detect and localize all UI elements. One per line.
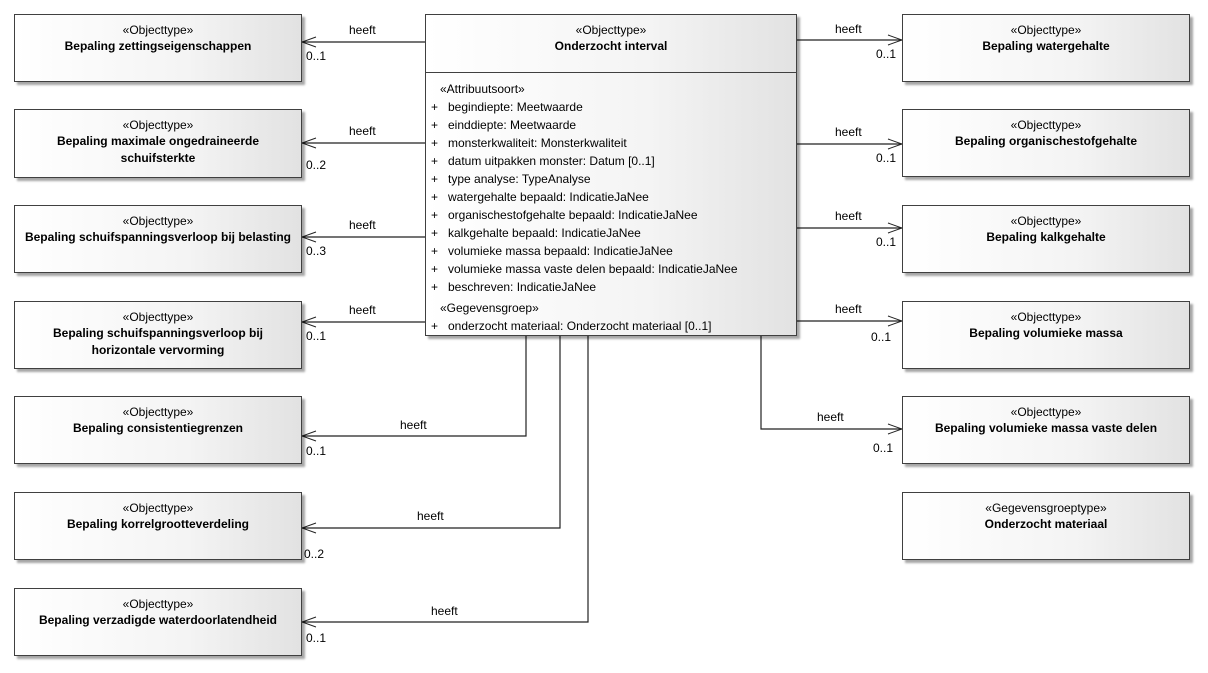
class-stereotype: «Objecttype» (122, 501, 194, 515)
class-stereotype: «Objecttype» (1010, 23, 1082, 37)
multiplicity-label: 0..1 (871, 330, 892, 344)
multiplicity-label: 0..1 (306, 444, 327, 458)
association-label: heeft (835, 125, 862, 139)
class-bepaling-maximale-ongedraineerde-schuifsterkte[interactable]: «Objecttype» Bepaling maximale ongedrain… (14, 109, 302, 178)
class-name: Bepaling volumieke massa (969, 326, 1123, 340)
association-line-volumieke-massa-vaste-delen (760, 335, 902, 429)
class-onderzocht-interval[interactable]: «Objecttype» Onderzocht interval «Attrib… (425, 14, 797, 336)
class-name: Bepaling verzadigde waterdoorlatendheid (38, 613, 278, 627)
class-bepaling-zettingseigenschappen[interactable]: «Objecttype» Bepaling zettingseigenschap… (14, 14, 302, 82)
class-name: Bepaling maximale ongedraineerde schuifs… (56, 134, 260, 165)
class-stereotype: «Objecttype» (122, 23, 194, 37)
group-section-label: «Gegevensgroep» (440, 301, 539, 315)
multiplicity-label: 0..3 (306, 244, 327, 258)
multiplicity-label: 0..1 (873, 441, 894, 455)
class-name: Bepaling organischestofgehalte (954, 134, 1138, 148)
multiplicity-label: 0..1 (306, 49, 327, 63)
class-name: Bepaling consistentiegrenzen (72, 421, 244, 435)
attribute-row: +beschreven: IndicatieJaNee (431, 280, 597, 294)
association-label: heeft (817, 410, 844, 424)
multiplicity-label: 0..1 (876, 151, 897, 165)
multiplicity-label: 0..1 (876, 47, 897, 61)
class-bepaling-verzadigde-waterdoorlatendheid[interactable]: «Objecttype» Bepaling verzadigde waterdo… (14, 588, 302, 656)
class-name: Bepaling watergehalte (982, 39, 1110, 53)
class-bepaling-volumieke-massa[interactable]: «Objecttype» Bepaling volumieke massa (902, 301, 1190, 369)
class-bepaling-kalkgehalte[interactable]: «Objecttype» Bepaling kalkgehalte (902, 205, 1190, 273)
attribute-row: +datum uitpakken monster: Datum [0..1] (431, 154, 655, 168)
association-label: heeft (431, 604, 458, 618)
attribute-row: +kalkgehalte bepaald: IndicatieJaNee (431, 226, 641, 240)
attribute-row: +volumieke massa vaste delen bepaald: In… (431, 262, 738, 276)
class-stereotype: «Objecttype» (1010, 310, 1082, 324)
group-list: +onderzocht materiaal: Onderzocht materi… (426, 317, 796, 335)
class-stereotype: «Objecttype» (122, 118, 194, 132)
class-bepaling-schuifspanningsverloop-vervorming[interactable]: «Objecttype» Bepaling schuifspanningsver… (14, 301, 302, 369)
class-bepaling-organischestofgehalte[interactable]: «Objecttype» Bepaling organischestofgeha… (902, 109, 1190, 177)
class-name: Onderzocht interval (554, 39, 668, 53)
multiplicity-label: 0..1 (876, 235, 897, 249)
class-bepaling-schuifspanningsverloop-belasting[interactable]: «Objecttype» Bepaling schuifspanningsver… (14, 205, 302, 273)
attribute-row: +einddiepte: Meetwaarde (431, 118, 577, 132)
class-name: Bepaling schuifspanningsverloop bij hori… (52, 326, 264, 357)
class-onderzocht-materiaal[interactable]: «Gegevensgroeptype» Onderzocht materiaal (902, 492, 1190, 560)
class-stereotype: «Gegevensgroeptype» (985, 501, 1107, 515)
class-bepaling-consistentiegrenzen[interactable]: «Objecttype» Bepaling consistentiegrenze… (14, 396, 302, 464)
class-name: Bepaling korrelgrootteverdeling (66, 517, 250, 531)
class-name: Bepaling zettingseigenschappen (64, 39, 252, 53)
class-stereotype: «Objecttype» (122, 597, 194, 611)
class-stereotype: «Objecttype» (122, 214, 194, 228)
association-label: heeft (417, 509, 444, 523)
association-label: heeft (835, 22, 862, 36)
attribute-row: +volumieke massa bepaald: IndicatieJaNee (431, 244, 673, 258)
class-name: Bepaling kalkgehalte (986, 230, 1106, 244)
attribute-row: +organischestofgehalte bepaald: Indicati… (431, 208, 698, 222)
association-label: heeft (349, 124, 376, 138)
attribute-row: +type analyse: TypeAnalyse (431, 172, 591, 186)
class-stereotype: «Objecttype» (122, 405, 194, 419)
association-label: heeft (349, 23, 376, 37)
class-bepaling-volumieke-massa-vaste-delen[interactable]: «Objecttype» Bepaling volumieke massa va… (902, 396, 1190, 464)
group-attribute-row: +onderzocht materiaal: Onderzocht materi… (431, 319, 712, 333)
attribute-row: +begindiepte: Meetwaarde (431, 100, 583, 114)
association-label: heeft (400, 418, 427, 432)
association-label: heeft (835, 302, 862, 316)
class-stereotype: «Objecttype» (1010, 118, 1082, 132)
multiplicity-label: 0..1 (306, 329, 327, 343)
association-label: heeft (349, 303, 376, 317)
class-stereotype: «Objecttype» (122, 310, 194, 324)
class-bepaling-korrelgrootteverdeling[interactable]: «Objecttype» Bepaling korrelgrootteverde… (14, 492, 302, 560)
class-stereotype: «Objecttype» (1010, 405, 1082, 419)
association-label: heeft (349, 218, 376, 232)
class-name: Bepaling volumieke massa vaste delen (934, 421, 1158, 435)
attribute-row: +watergehalte bepaald: IndicatieJaNee (431, 190, 649, 204)
multiplicity-label: 0..2 (306, 158, 327, 172)
attribute-row: +monsterkwaliteit: Monsterkwaliteit (431, 136, 627, 150)
multiplicity-label: 0..2 (304, 547, 325, 561)
attribute-list: +begindiepte: Meetwaarde +einddiepte: Me… (426, 98, 796, 296)
association-line-consistentiegrenzen (302, 335, 527, 436)
multiplicity-label: 0..1 (306, 631, 327, 645)
association-label: heeft (835, 209, 862, 223)
class-stereotype: «Objecttype» (1010, 214, 1082, 228)
association-line-korrelgrootteverdeling (302, 335, 561, 528)
association-line-waterdoorlatendheid (302, 335, 589, 622)
class-name: Onderzocht materiaal (984, 517, 1108, 531)
class-name: Bepaling schuifspanningsverloop bij bela… (24, 230, 292, 244)
attribute-section-label: «Attribuutsoort» (440, 82, 525, 96)
class-header: «Objecttype» Onderzocht interval (426, 23, 796, 73)
class-bepaling-watergehalte[interactable]: «Objecttype» Bepaling watergehalte (902, 14, 1190, 82)
class-stereotype: «Objecttype» (575, 23, 647, 37)
